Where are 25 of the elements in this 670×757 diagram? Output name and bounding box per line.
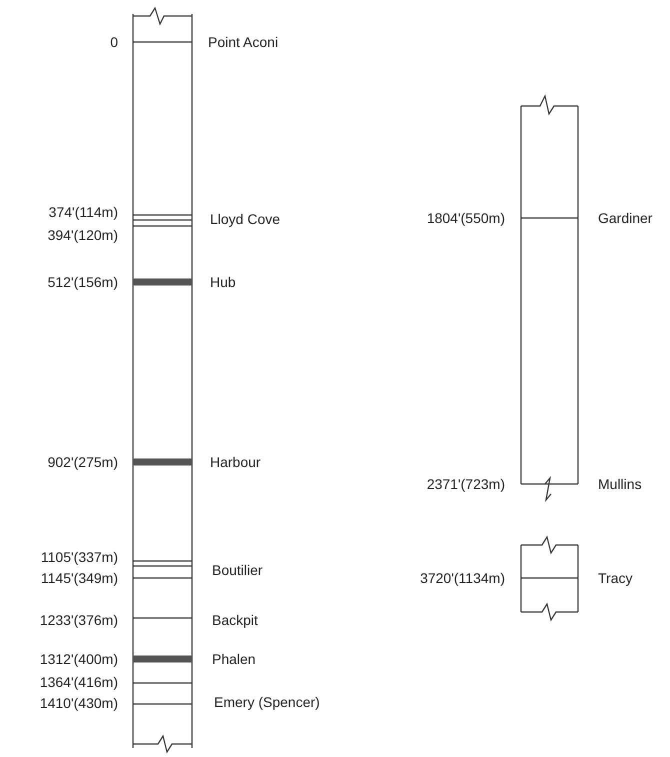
seam-name: Tracy: [598, 570, 632, 586]
seam-name: Emery (Spencer): [214, 694, 320, 710]
depth-label: 1804'(550m): [426, 210, 505, 226]
depth-label: 394'(120m): [48, 227, 118, 243]
depth-label: 374'(114m): [48, 204, 118, 220]
depth-label: 1364'(416m): [40, 674, 118, 690]
seam-name: Boutilier: [212, 562, 263, 578]
seam-name: Harbour: [210, 454, 261, 470]
depth-label: 0: [110, 34, 118, 50]
depth-label: 3720'(1134m): [420, 570, 505, 586]
depth-label: 2371'(723m): [426, 476, 505, 492]
seam-name: Backpit: [212, 612, 258, 628]
depth-label: 1233'(376m): [40, 612, 118, 628]
seam-name: Gardiner: [598, 210, 652, 226]
seam-name: Point Aconi: [208, 34, 278, 50]
depth-label: 512'(156m): [48, 274, 118, 290]
depth-label: 1312'(400m): [40, 651, 118, 667]
seam-name: Mullins: [598, 476, 642, 492]
depth-label: 1410'(430m): [40, 695, 118, 711]
depth-label: 1145'(349m): [40, 570, 118, 586]
depth-label: 902'(275m): [48, 454, 118, 470]
seam-name: Hub: [210, 274, 236, 290]
depth-label: 1105'(337m): [40, 549, 118, 565]
seam-name: Lloyd Cove: [210, 211, 280, 227]
seam-name: Phalen: [212, 651, 256, 667]
